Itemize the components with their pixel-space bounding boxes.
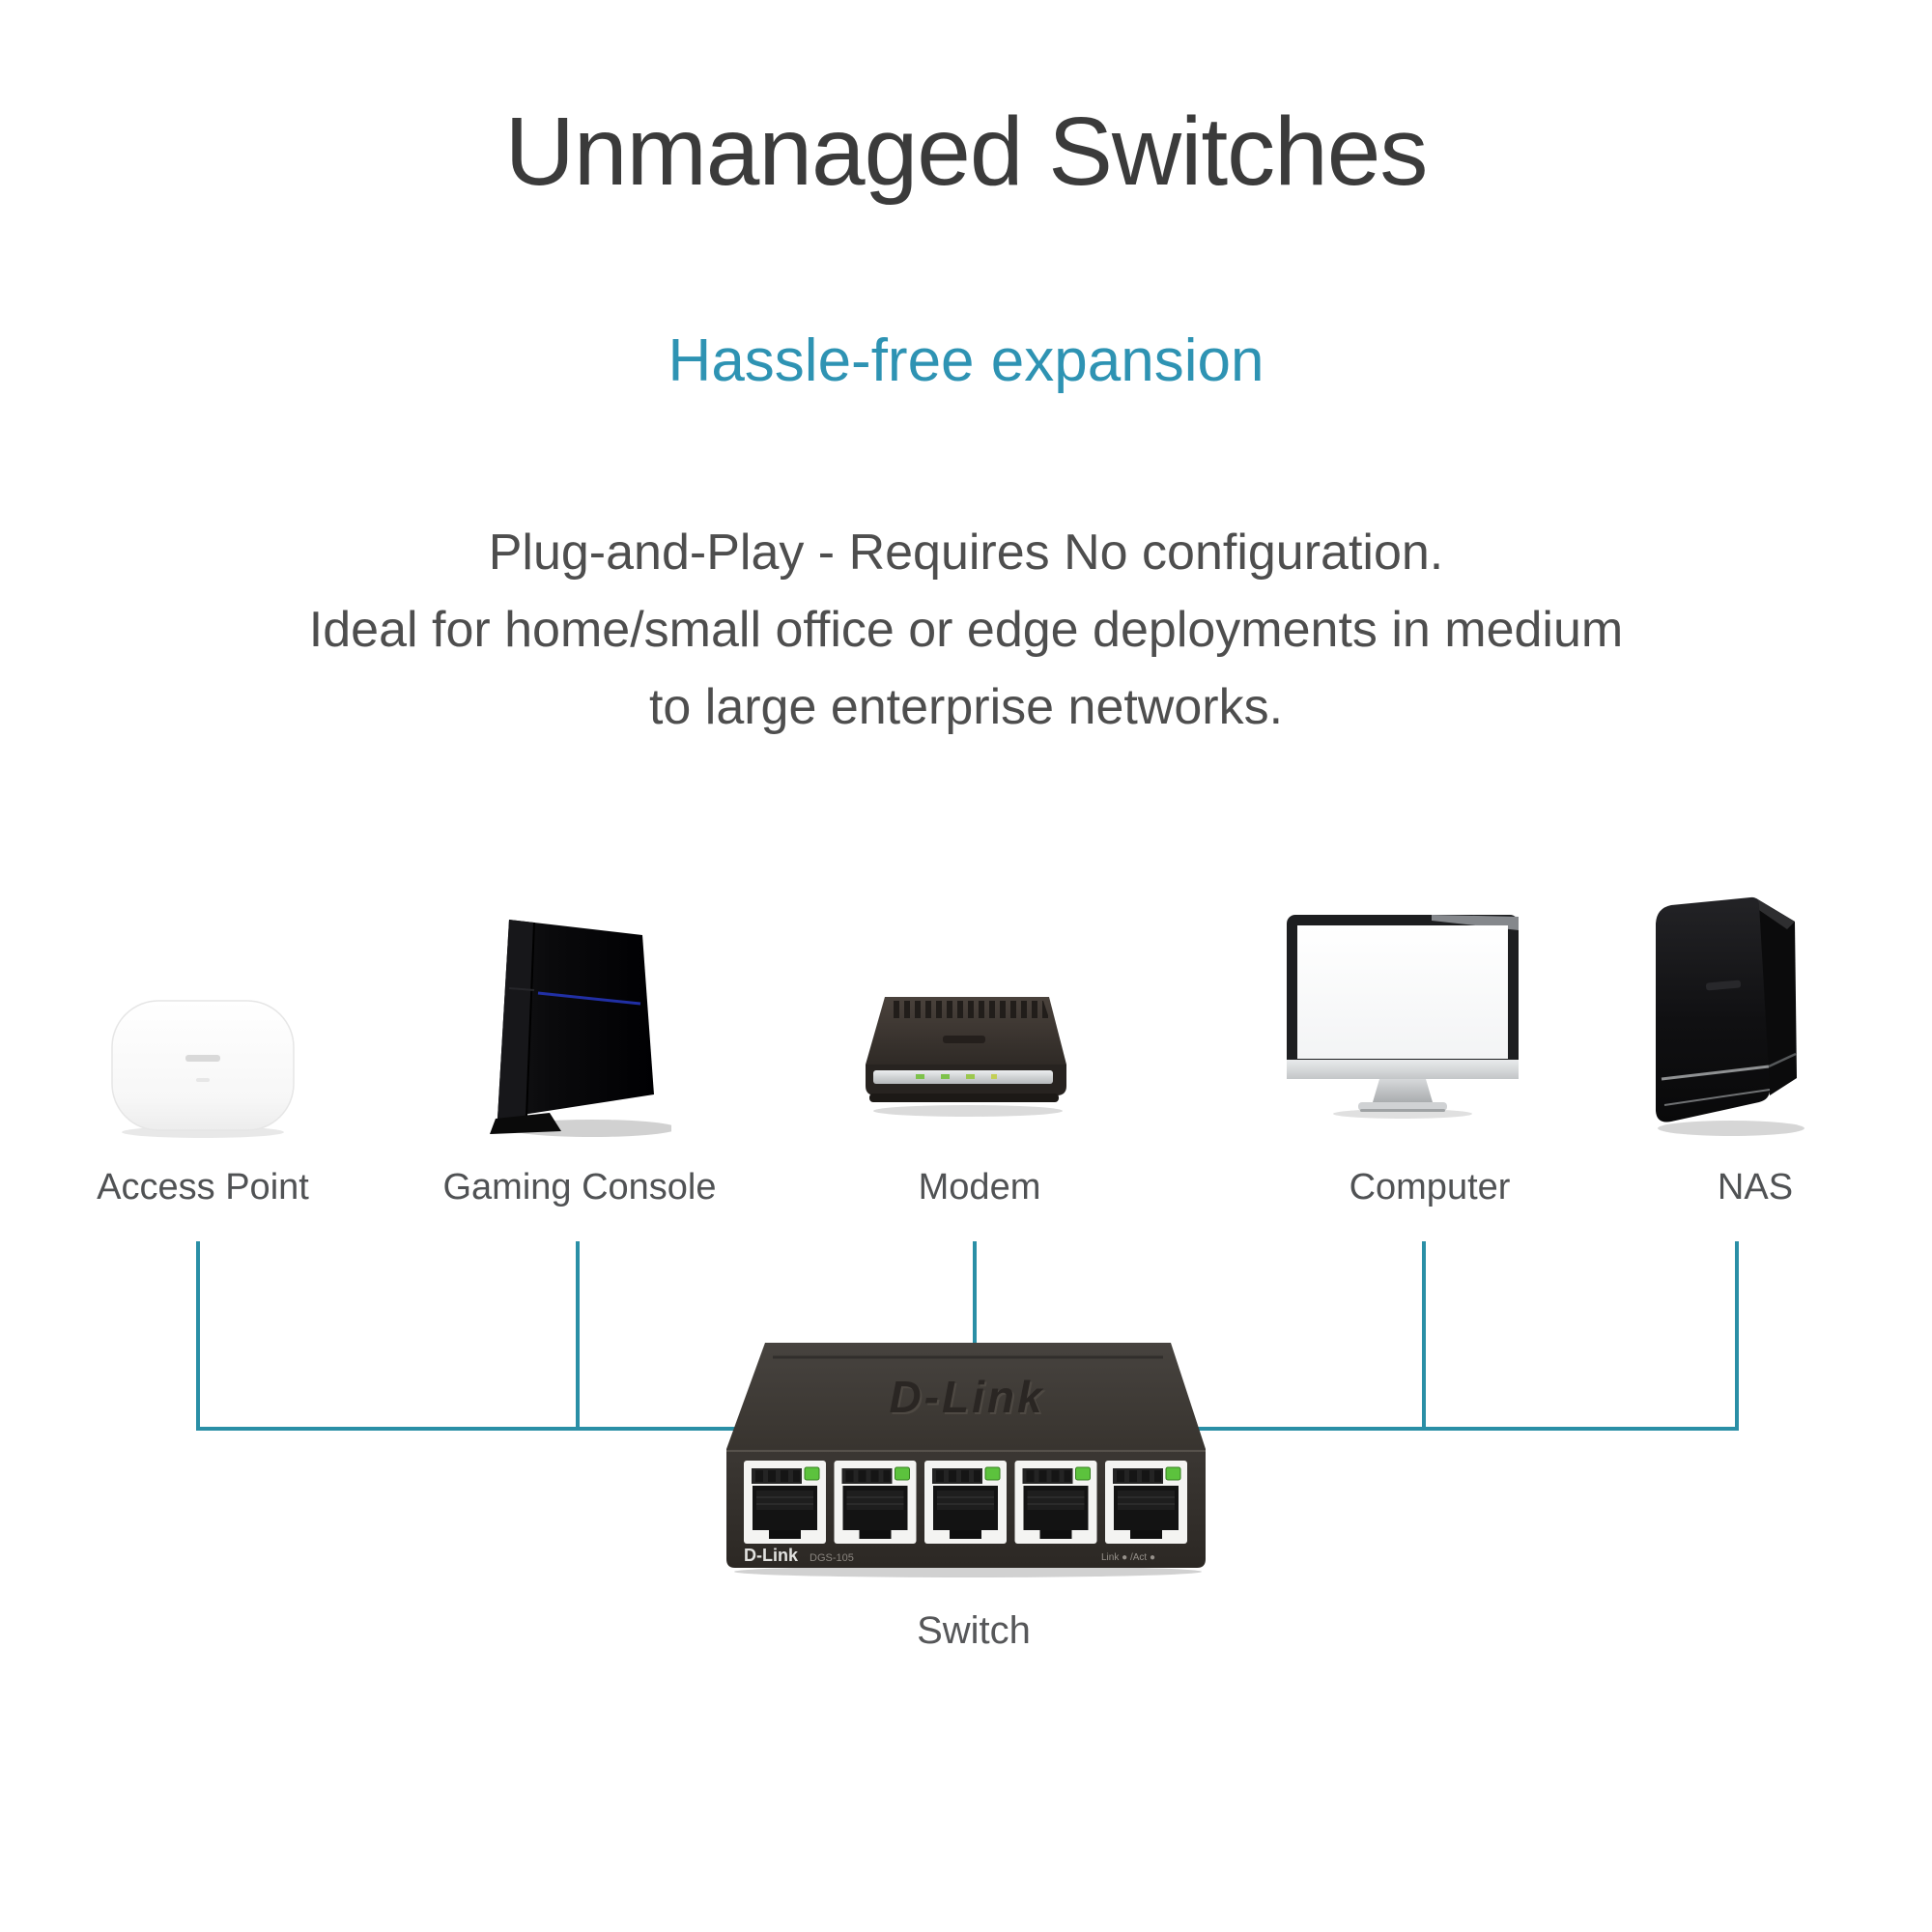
ethernet-port-2 xyxy=(833,1460,918,1545)
computer-icon xyxy=(1287,915,1519,1119)
connector-line-nas xyxy=(1735,1241,1739,1431)
modem-icon xyxy=(866,997,1066,1117)
ethernet-port-3 xyxy=(923,1460,1008,1545)
description-paragraph: Plug-and-Play - Requires No configuratio… xyxy=(0,514,1932,746)
description-line-3: to large enterprise networks. xyxy=(648,679,1284,735)
label-switch: Switch xyxy=(917,1609,1031,1652)
ethernet-port-5 xyxy=(1104,1460,1188,1545)
description-line-2: Ideal for home/small office or edge depl… xyxy=(308,602,1624,658)
switch-top-brand-shadow: D-Link xyxy=(891,1374,1046,1424)
label-gaming-console: Gaming Console xyxy=(442,1167,717,1208)
ethernet-port-1 xyxy=(743,1460,827,1545)
switch-front-model: DGS-105 xyxy=(810,1552,854,1564)
access-point-icon xyxy=(111,1000,295,1138)
description-line-1: Plug-and-Play - Requires No configuratio… xyxy=(488,525,1444,581)
label-access-point: Access Point xyxy=(97,1167,309,1208)
page-subtitle: Hassle-free expansion xyxy=(668,327,1264,394)
switch-led-legend: Link ● /Act ● xyxy=(1101,1552,1155,1563)
page-title: Unmanaged Switches xyxy=(504,98,1429,206)
switch-front-brand: D-Link xyxy=(744,1546,799,1565)
gaming-console-icon xyxy=(490,920,671,1137)
switch-top-brand: D-Link xyxy=(889,1372,1044,1422)
label-nas: NAS xyxy=(1717,1167,1794,1208)
connector-line-gaming-console xyxy=(576,1241,580,1431)
connector-line-computer xyxy=(1422,1241,1426,1431)
switch-icon: D-Link D-Link D-Link DGS-105 Link ● /Act… xyxy=(726,1343,1206,1577)
connector-line-access-point xyxy=(196,1241,200,1431)
ethernet-port-4 xyxy=(1013,1460,1098,1545)
nas-icon xyxy=(1656,896,1804,1136)
label-computer: Computer xyxy=(1349,1167,1511,1208)
connector-line-modem xyxy=(973,1241,977,1350)
label-modem: Modem xyxy=(918,1167,1041,1208)
